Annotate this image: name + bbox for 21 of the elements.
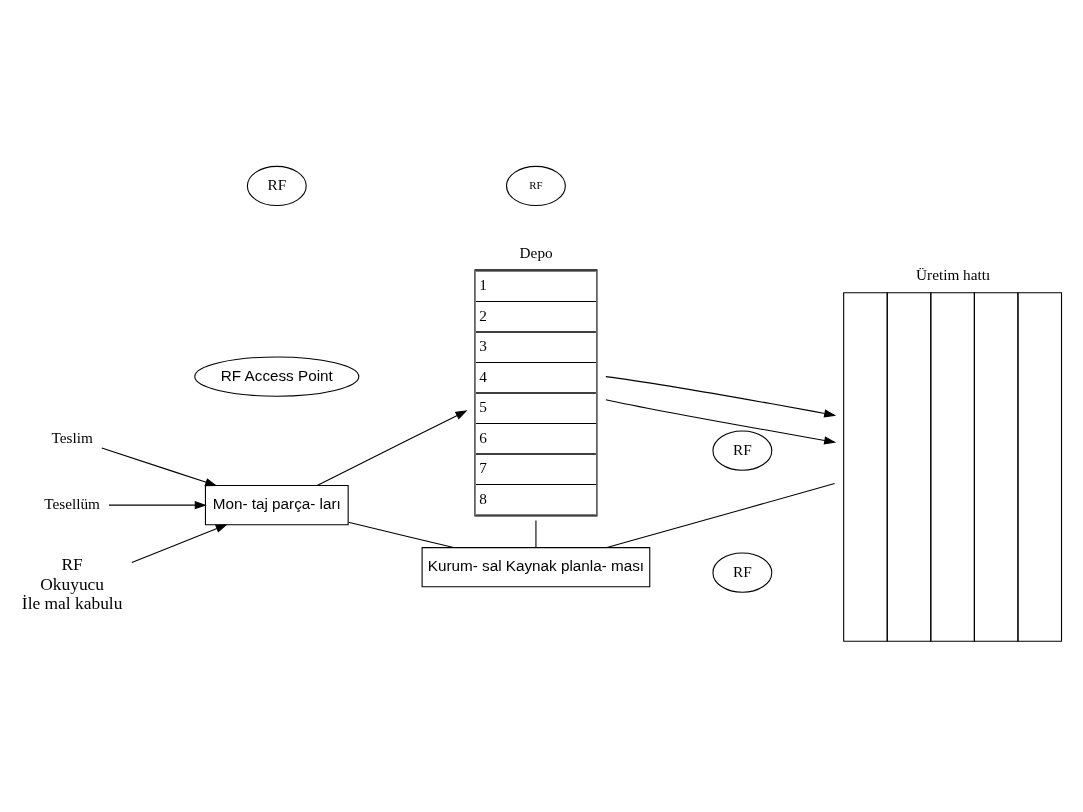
node-ellipse: RF	[246, 165, 307, 207]
arrow	[101, 447, 218, 487]
node-text: Tesellüm	[44, 495, 100, 513]
arrow	[316, 410, 468, 486]
node-label: Üretim hattı	[916, 266, 991, 284]
node-ellipse: RF	[506, 165, 566, 207]
arrow	[605, 399, 837, 445]
connector	[535, 519, 537, 549]
node-ellipse: RF Access Point	[194, 356, 360, 397]
arrow	[605, 376, 837, 418]
node-ellipse: RF	[712, 552, 773, 593]
node-label: Depo	[519, 243, 553, 261]
connector	[606, 482, 836, 549]
node-text: RF Okuyucu İle mal kabulu	[21, 554, 123, 614]
connector	[347, 521, 455, 549]
node-box: Mon- taj parça- ları	[204, 484, 349, 526]
node-box: Kurum- sal Kaynak planla- ması	[421, 547, 651, 588]
node-text: Teslim	[51, 428, 93, 446]
node-ellipse: RF	[712, 430, 773, 471]
arrow	[131, 524, 228, 563]
arrow	[108, 500, 207, 510]
